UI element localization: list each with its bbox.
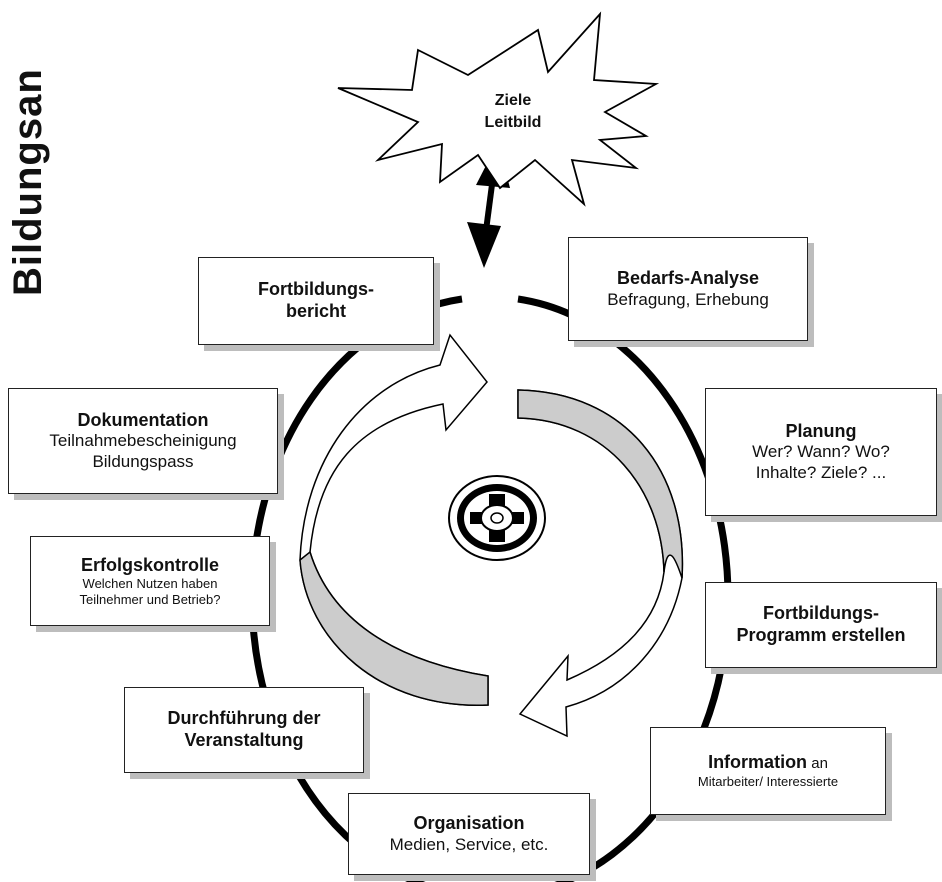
goal-label: Ziele Leitbild (458, 90, 568, 134)
step-title: Dokumentation (77, 409, 209, 430)
step-dokumentation: Dokumentation Teilnahmebescheinigung Bil… (8, 388, 278, 494)
step-subtitle: Teilnehmer und Betrieb? (79, 591, 221, 607)
cycle-ring (248, 295, 732, 882)
step-title: bericht (285, 301, 346, 321)
step-planung: Planung Wer? Wann? Wo? Inhalte? Ziele? .… (705, 388, 937, 516)
step-subtitle: Mitarbeiter/ Interessierte (697, 774, 839, 789)
step-subtitle: Medien, Service, etc. (389, 834, 549, 854)
step-subtitle: Welchen Nutzen haben (82, 576, 218, 592)
step-subtitle: Bildungspass (92, 451, 194, 471)
right-gray-band (517, 389, 684, 579)
step-title: Fortbildungs- (258, 279, 374, 300)
step-title: Planung (785, 420, 857, 441)
step-bedarfs-analyse: Bedarfs-Analyse Befragung, Erhebung (568, 237, 808, 341)
step-subtitle: Teilnahmebescheinigung (49, 431, 237, 451)
step-title: Fortbildungs- (763, 603, 879, 624)
step-title-suffix: an (807, 755, 828, 773)
step-title: Information (708, 752, 808, 773)
side-title: Bildungsan (6, 68, 50, 296)
step-erfolgskontrolle: Erfolgskontrolle Welchen Nutzen haben Te… (30, 536, 270, 626)
step-title: Durchführung der (167, 708, 321, 729)
step-title: Veranstaltung (184, 730, 304, 750)
goal-star (337, 11, 660, 207)
step-subtitle: Wer? Wann? Wo? (752, 442, 890, 462)
goal-line-2: Leitbild (484, 114, 542, 131)
step-subtitle: Befragung, Erhebung (607, 289, 769, 309)
step-title: Erfolgskontrolle (80, 554, 219, 575)
step-title: Programm erstellen (736, 625, 906, 645)
step-information: Information an Mitarbeiter/ Interessiert… (650, 727, 886, 815)
step-subtitle: Inhalte? Ziele? ... (755, 462, 887, 482)
step-organisation: Organisation Medien, Service, etc. (348, 793, 590, 875)
wheel-icon (448, 475, 546, 561)
step-programm: Fortbildungs- Programm erstellen (705, 582, 937, 668)
step-title: Bedarfs-Analyse (616, 268, 760, 288)
step-fortbildungsbericht: Fortbildungs- bericht (198, 257, 434, 345)
step-durchfuehrung: Durchführung der Veranstaltung (124, 687, 364, 773)
step-title: Organisation (413, 813, 525, 833)
left-gray-band (299, 550, 489, 706)
goal-line-1: Ziele (494, 92, 532, 109)
